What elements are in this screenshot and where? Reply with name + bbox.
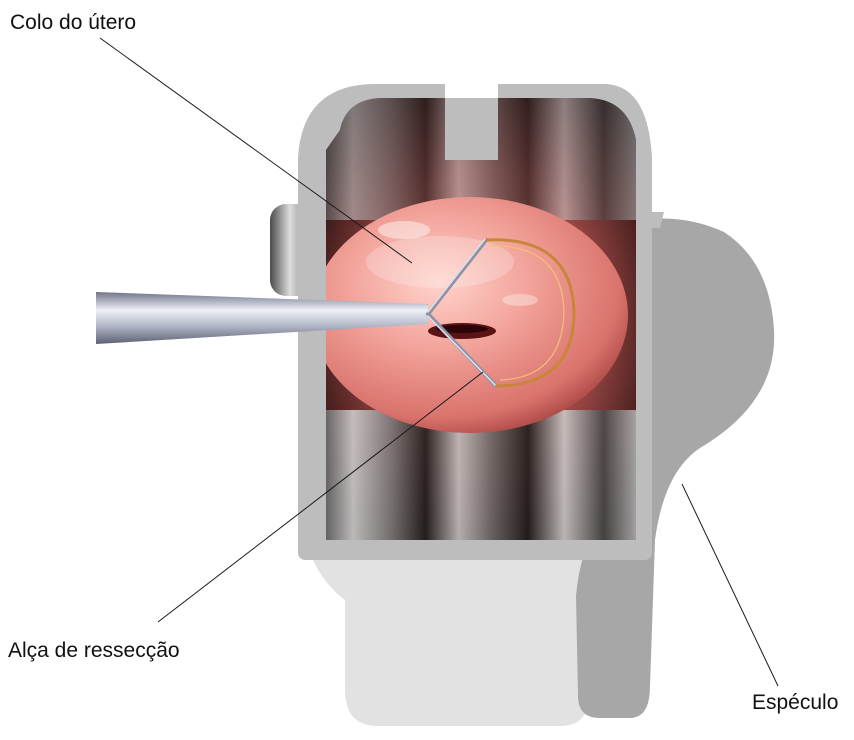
resection-loop-label: Alça de ressecção: [8, 640, 180, 661]
speculum-label: Espéculo: [752, 692, 838, 713]
leader-line-speculum: [682, 484, 778, 686]
speculum-illustration: [270, 84, 774, 726]
cervix-label: Colo do útero: [10, 12, 136, 33]
